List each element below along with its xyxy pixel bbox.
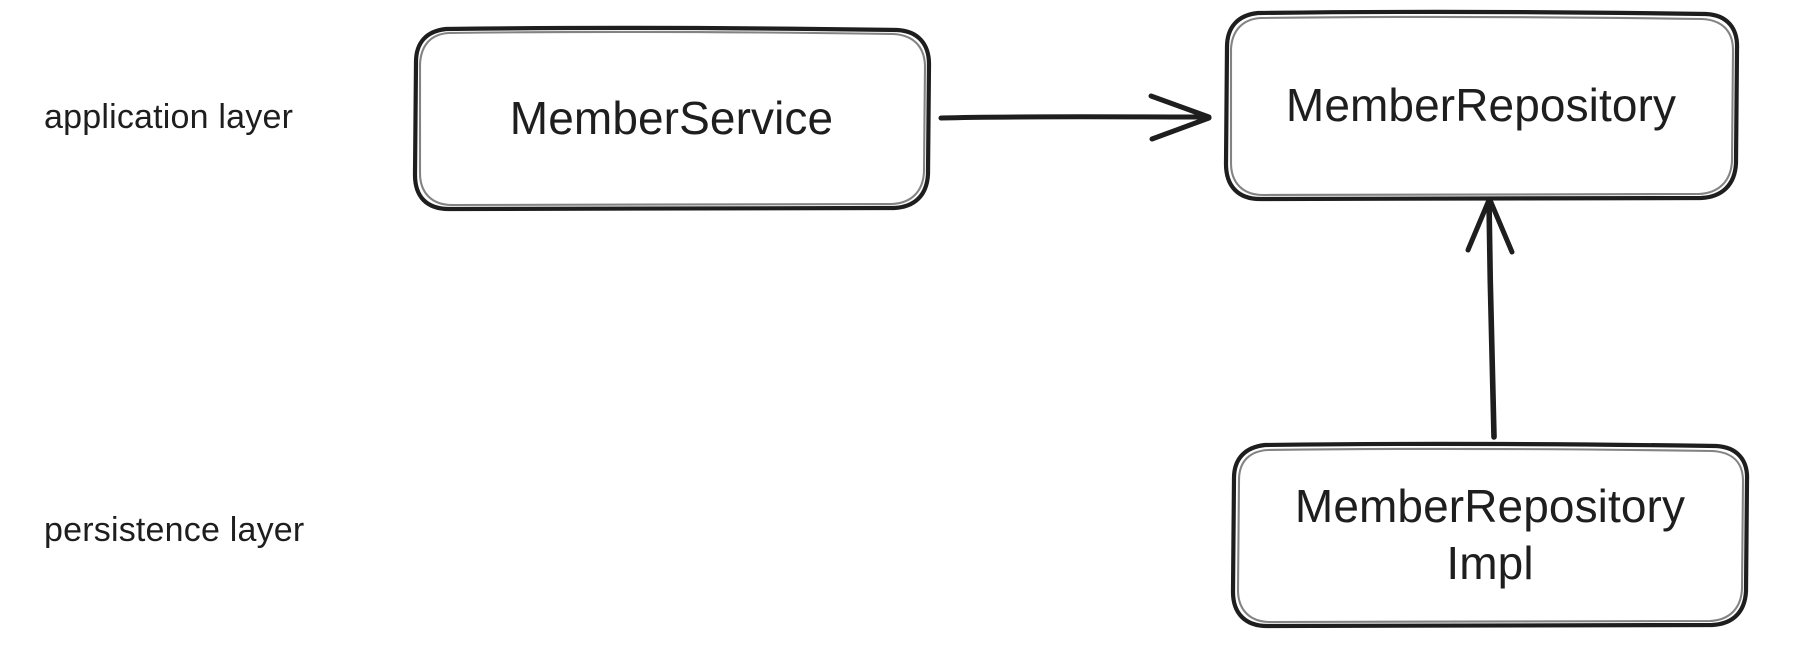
node-member-repository[interactable]: MemberRepository <box>1225 12 1737 198</box>
layer-label-persistence: persistence layer <box>44 511 305 549</box>
arrow-member-repository-impl-to-member-repository <box>1465 197 1515 440</box>
arrow-member-service-to-member-repository <box>938 93 1212 142</box>
node-member-repository-label: MemberRepository <box>1285 78 1677 131</box>
node-member-repository-impl[interactable]: MemberRepository Impl <box>1232 444 1748 625</box>
node-member-service[interactable]: MemberService <box>415 28 928 208</box>
node-member-repository-impl-label: MemberRepository Impl <box>1294 480 1686 589</box>
layer-label-application: application layer <box>44 98 294 136</box>
node-member-service-label: MemberService <box>509 91 834 144</box>
